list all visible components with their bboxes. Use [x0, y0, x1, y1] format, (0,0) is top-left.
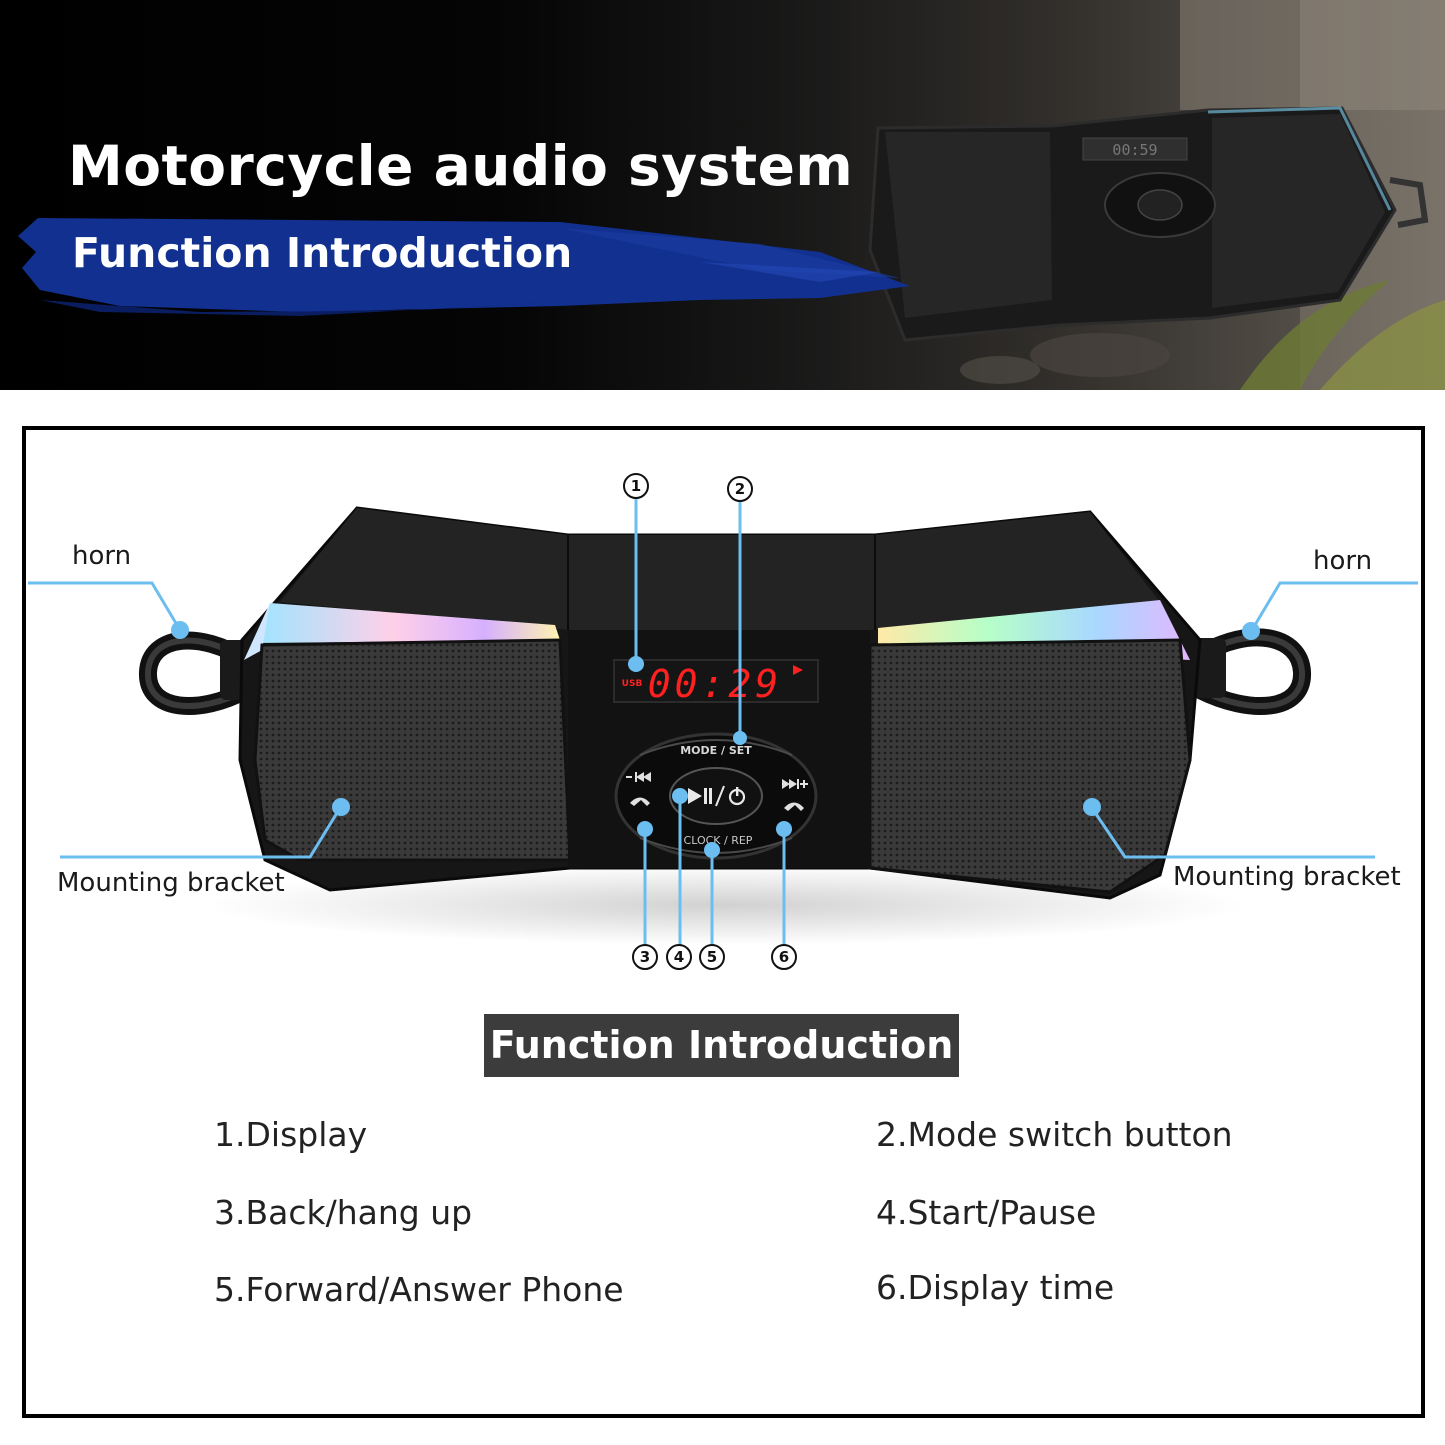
next-answer-icon: [782, 779, 808, 811]
horn-label-right: horn: [1313, 546, 1373, 576]
mounting-bracket-label-right: Mounting bracket: [1173, 862, 1401, 892]
callout-number-5: 5: [699, 944, 725, 970]
function-item: 3.Back/hang up: [214, 1193, 473, 1232]
callout-number-2: 2: [727, 476, 753, 502]
right-horn-clamp-icon: [1186, 628, 1311, 715]
callout-lines: [28, 496, 1418, 945]
callout-number-6: 6: [771, 944, 797, 970]
play-indicator-icon: [793, 665, 803, 675]
horn-label-left: horn: [72, 541, 132, 571]
svg-text:00:59: 00:59: [1112, 141, 1157, 159]
page-title: Motorcycle audio system: [68, 134, 854, 198]
mounting-bracket-label-left: Mounting bracket: [57, 868, 285, 898]
blue-brush-stroke: [18, 218, 910, 316]
function-item: 4.Start/Pause: [876, 1193, 1097, 1232]
mode-set-label: MODE / SET: [680, 744, 752, 757]
lcd-display: [613, 659, 819, 703]
callout-number-3: 3: [632, 944, 658, 970]
callout-dots: [171, 621, 1260, 858]
display-usb-label: USB: [622, 679, 643, 689]
clock-rep-label: CLOCK / REP: [684, 834, 753, 847]
function-item: 6.Display time: [876, 1268, 1115, 1307]
callout-number-4: 4: [666, 944, 692, 970]
play-pause-power-icon: [688, 785, 746, 807]
function-introduction-title: Function Introduction: [484, 1014, 959, 1077]
control-pad: MODE / SET CLOCK / REP: [614, 732, 818, 860]
banner-speaker-icon: 00:59: [868, 106, 1429, 342]
function-item: 1.Display: [214, 1115, 368, 1154]
callout-number-1: 1: [623, 473, 649, 499]
banner-product-photo: 00:59: [560, 0, 1445, 390]
page-subtitle: Function Introduction: [72, 229, 573, 277]
function-item: 5.Forward/Answer Phone: [214, 1270, 624, 1309]
function-item: 2.Mode switch button: [876, 1115, 1233, 1154]
prev-hangup-icon: [626, 772, 651, 806]
top-banner: 00:59 Motorcycle audio system Function I…: [0, 0, 1445, 390]
display-time: 00:29: [648, 662, 782, 706]
